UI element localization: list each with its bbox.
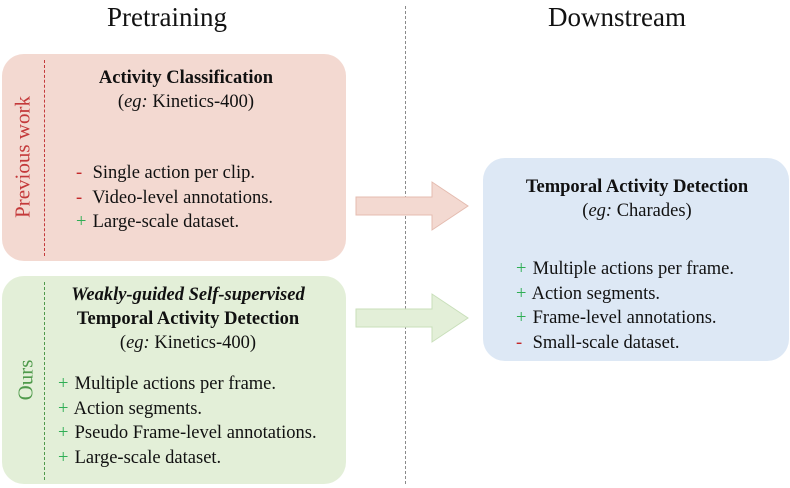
list-item-text: Multiple actions per frame. bbox=[74, 374, 277, 394]
list-item: - Video-level annotations. bbox=[76, 186, 273, 211]
minus-icon: - bbox=[76, 163, 83, 183]
list-item: + Large-scale dataset. bbox=[76, 210, 273, 235]
previous-work-list: - Single action per clip. - Video-level … bbox=[76, 161, 273, 235]
plus-icon: + bbox=[76, 212, 87, 232]
downstream-task-title: Temporal Activity Detection bbox=[525, 177, 749, 197]
list-item-text: Video-level annotations. bbox=[92, 187, 274, 208]
list-item-text: Single action per clip. bbox=[92, 163, 255, 183]
minus-icon: - bbox=[76, 187, 83, 208]
plus-icon: + bbox=[58, 374, 69, 394]
list-item: + Frame-level annotations. bbox=[516, 306, 734, 331]
list-item: + Action segments. bbox=[516, 282, 734, 307]
previous-work-heading: Activity Classification (eg: Kinetics-40… bbox=[99, 66, 273, 114]
plus-icon: + bbox=[58, 447, 69, 468]
plus-icon: + bbox=[516, 259, 527, 279]
list-item-text: Multiple actions per frame. bbox=[532, 259, 735, 279]
previous-to-downstream-arrow bbox=[355, 181, 469, 231]
list-item: + Action segments. bbox=[58, 397, 317, 422]
plus-icon: + bbox=[516, 308, 527, 328]
eg-prefix: eg: bbox=[588, 201, 613, 221]
ours-title-line1: Weakly-guided Self-supervised bbox=[71, 285, 305, 305]
pretraining-title: Pretraining bbox=[107, 2, 227, 32]
ours-to-downstream-arrow bbox=[355, 293, 469, 343]
downstream-box: Temporal Activity Detection (eg: Charade… bbox=[483, 158, 789, 361]
list-item-text: Action segments. bbox=[531, 283, 661, 304]
list-item: + Pseudo Frame-level annotations. bbox=[58, 421, 317, 446]
previous-work-example: (eg: Kinetics-400) bbox=[117, 92, 255, 112]
list-item: - Single action per clip. bbox=[76, 161, 273, 186]
ours-title-line2: Temporal Activity Detection bbox=[76, 309, 300, 329]
ours-divider bbox=[44, 282, 45, 480]
eg-prefix: eg: bbox=[124, 92, 148, 112]
plus-icon: + bbox=[58, 398, 69, 419]
list-item-text: Large-scale dataset. bbox=[92, 212, 240, 232]
ours-example: (eg: Kinetics-400) bbox=[119, 333, 257, 353]
list-item-text: Small-scale dataset. bbox=[532, 332, 680, 353]
previous-work-label: Previous work bbox=[10, 96, 35, 218]
list-item: + Multiple actions per frame. bbox=[58, 372, 317, 397]
downstream-title: Downstream bbox=[548, 2, 686, 32]
list-item-text: Action segments. bbox=[73, 398, 203, 419]
list-item: + Multiple actions per frame. bbox=[516, 257, 734, 282]
plus-icon: + bbox=[516, 283, 527, 304]
list-item-text: Pseudo Frame-level annotations. bbox=[74, 423, 317, 443]
eg-prefix: eg: bbox=[126, 333, 150, 353]
ours-box: Ours Weakly-guided Self-supervised Tempo… bbox=[2, 276, 346, 484]
list-item-text: Frame-level annotations. bbox=[532, 308, 717, 328]
list-item-text: Large-scale dataset. bbox=[74, 447, 222, 468]
list-item: + Large-scale dataset. bbox=[58, 446, 317, 471]
previous-work-divider bbox=[44, 60, 45, 256]
downstream-list: + Multiple actions per frame. + Action s… bbox=[516, 257, 734, 355]
minus-icon: - bbox=[516, 332, 523, 353]
list-item: - Small-scale dataset. bbox=[516, 331, 734, 356]
example-dataset: Kinetics-400) bbox=[154, 333, 257, 353]
ours-heading: Weakly-guided Self-supervised Temporal A… bbox=[71, 283, 304, 355]
ours-list: + Multiple actions per frame. + Action s… bbox=[58, 372, 317, 470]
example-dataset: Charades) bbox=[616, 201, 692, 221]
previous-work-title: Activity Classification bbox=[98, 68, 274, 88]
example-dataset: Kinetics-400) bbox=[152, 92, 255, 112]
downstream-example: (eg: Charades) bbox=[582, 201, 692, 221]
column-divider bbox=[405, 6, 406, 484]
downstream-heading: Temporal Activity Detection (eg: Charade… bbox=[526, 175, 748, 223]
plus-icon: + bbox=[58, 423, 69, 443]
ours-label: Ours bbox=[13, 359, 38, 401]
previous-work-box: Previous work Activity Classification (e… bbox=[2, 54, 346, 261]
